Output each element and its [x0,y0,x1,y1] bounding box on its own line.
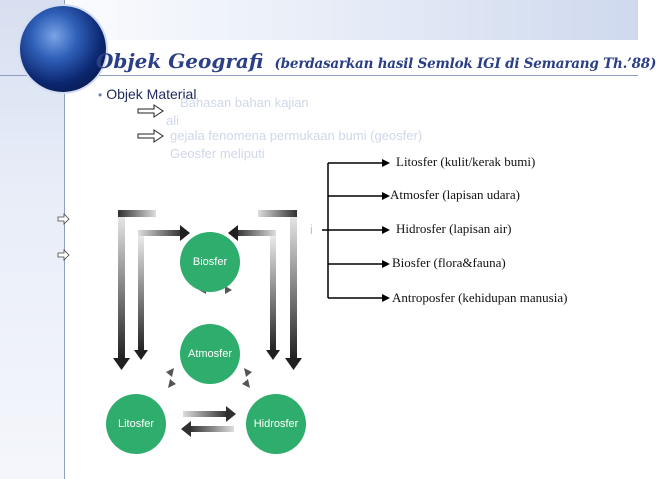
faded-line-2: ali [166,113,180,128]
sphere-label-atmosfer: Atmosfer (lapisan udara) [390,187,520,202]
bullet-item: •Objek Material [98,86,196,102]
bullet-dot-icon: • [98,88,103,102]
title-subtitle: (berdasarkan hasil Semlok IGI di Semaran… [274,56,656,72]
bracket-arrowheads [382,159,390,302]
node-biosfer: Biosfer [180,232,240,292]
slide-title: Objek Geografi (berdasarkan hasil Semlok… [96,38,656,76]
sphere-label-biosfer: Biosfer (flora&fauna) [392,255,506,270]
diagram-canvas [113,104,390,437]
faded-line-4: Geosfer meliputi [170,146,265,161]
outline-arrow-icon [137,129,164,143]
sphere-label-litosfer: Litosfer (kulit/kerak bumi) [396,154,536,169]
vertical-divider [64,0,65,479]
header-bar [0,0,638,40]
faded-line-1: Bahasan bahan kajian [180,95,309,110]
side-arrow-icon [57,213,70,225]
title-main: Objek Geografi [96,49,264,73]
globe-icon [20,6,106,92]
node-atmosfer: Atmosfer [180,324,240,384]
sphere-label-hidrosfer: Hidrosfer (lapisan air) [396,221,512,236]
node-hidrosfer: Hidrosfer [246,394,306,454]
sphere-bracket [322,162,382,299]
cycle-outer-arrows [113,210,302,370]
faded-line-3: gejala fenomena permukaan bumi (geosfer) [170,128,423,143]
side-arrow-icon [57,249,70,261]
bottom-exchange-arrows [181,406,236,437]
faded-char: i [310,222,313,237]
sphere-label-antroposfer: Antroposfer (kehidupan manusia) [392,290,568,305]
outline-arrow-icon [137,104,164,118]
node-litosfer: Litosfer [106,394,166,454]
horizontal-divider [0,75,638,76]
bullet-text: Objek Material [106,86,197,102]
